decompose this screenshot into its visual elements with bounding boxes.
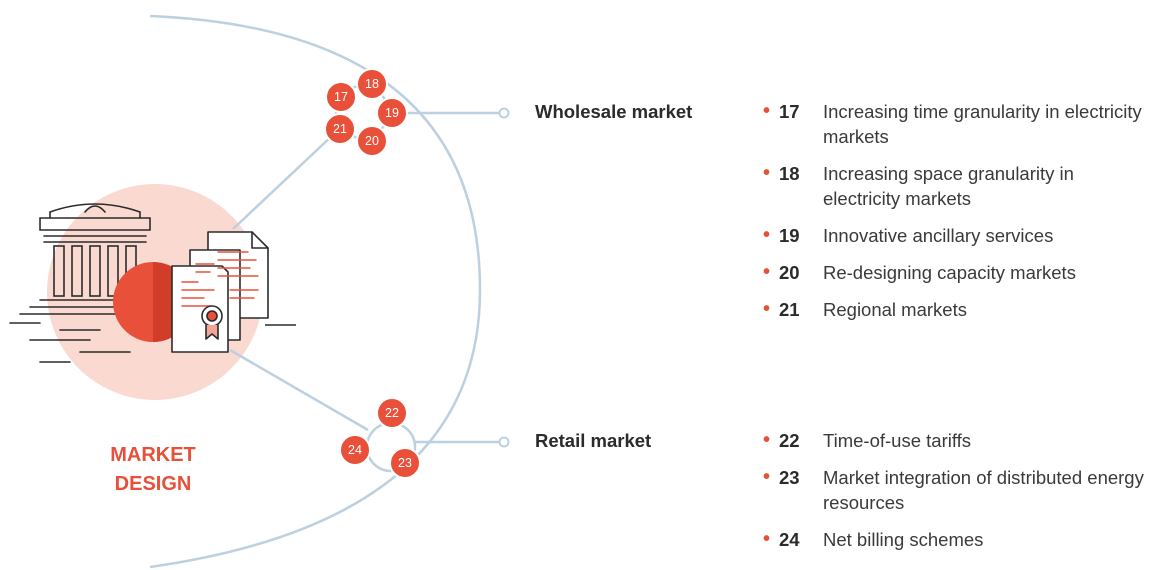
badge-circle — [376, 97, 408, 129]
bullet-dot: • — [763, 298, 771, 320]
item-number: 22 — [779, 430, 800, 451]
item-number: 20 — [779, 262, 800, 283]
list-item: • 22 Time-of-use tariffs — [763, 428, 1148, 453]
list-item: • 19 Innovative ancillary services — [763, 223, 1143, 248]
badge-label: 17 — [334, 90, 348, 104]
item-number: 19 — [779, 225, 800, 246]
connector-to-wholesale — [232, 133, 335, 230]
bullet-dot: • — [763, 224, 771, 246]
number-badge-23: 23 — [389, 447, 421, 479]
wholesale-market-title: Wholesale market — [535, 101, 693, 122]
number-badge-22: 22 — [376, 397, 408, 429]
list-item: • 18 Increasing space granularity in elect… — [763, 161, 1143, 211]
badge-label: 20 — [365, 134, 379, 148]
bullet-dot: • — [763, 162, 771, 184]
retail-pointer-end — [498, 436, 510, 448]
badge-circle — [389, 447, 421, 479]
item-text: Re-designing capacity markets — [823, 262, 1076, 283]
badge-circle — [356, 68, 388, 100]
badge-label: 18 — [365, 77, 379, 91]
list-item: • 24 Net billing schemes — [763, 527, 1148, 552]
retail-items-list: • 22 Time-of-use tariffs • 23 Market integrat… — [763, 428, 1148, 564]
list-item: • 23 Market integration of distributed ene… — [763, 465, 1148, 515]
number-badge-20: 20 — [356, 125, 388, 157]
badge-label: 23 — [398, 456, 412, 470]
wholesale-pointer-end — [498, 107, 510, 119]
market-design-title-line-2: DESIGN — [114, 473, 192, 495]
number-badge-21: 21 — [324, 113, 356, 145]
market-design-title-line-1: MARKET — [110, 444, 196, 466]
bullet-dot: • — [763, 466, 771, 488]
item-text: Market integration of distributed energy… — [823, 467, 1144, 513]
number-badge-19: 19 — [376, 97, 408, 129]
list-item: • 21 Regional markets — [763, 297, 1143, 322]
badge-circle — [376, 397, 408, 429]
list-item: • 20 Re-designing capacity markets — [763, 260, 1143, 285]
item-number: 21 — [779, 299, 800, 320]
number-badge-24: 24 — [339, 434, 371, 466]
badge-circle — [325, 81, 357, 113]
item-text: Net billing schemes — [823, 529, 984, 550]
bullet-dot: • — [763, 429, 771, 451]
badge-label: 24 — [348, 443, 362, 457]
badge-label: 19 — [385, 106, 399, 120]
main-arc — [149, 14, 482, 569]
number-badge-17: 17 — [325, 81, 357, 113]
badge-label: 21 — [333, 122, 347, 136]
badge-circle — [339, 434, 371, 466]
number-badges: 17 18 19 20 21 22 23 24 — [324, 68, 421, 479]
item-number: 18 — [779, 163, 800, 184]
item-text: Time-of-use tariffs — [823, 430, 972, 451]
wholesale-items-list: • 17 Increasing time granularity in electr… — [763, 99, 1143, 334]
item-text: Increasing space granularity in electric… — [823, 163, 1074, 209]
bullet-dot: • — [763, 100, 771, 122]
bullet-dot: • — [763, 261, 771, 283]
retail-market-title: Retail market — [535, 430, 652, 451]
connector-to-retail — [229, 348, 369, 432]
badge-label: 22 — [385, 406, 399, 420]
list-item: • 17 Increasing time granularity in electr… — [763, 99, 1143, 149]
number-badge-18: 18 — [356, 68, 388, 100]
item-text: Regional markets — [823, 299, 967, 320]
market-design-title: MARKET DESIGN — [78, 441, 228, 499]
item-text: Innovative ancillary services — [823, 225, 1054, 246]
item-number: 23 — [779, 467, 800, 488]
bullet-dot: • — [763, 528, 771, 550]
item-text: Increasing time granularity in electrici… — [823, 101, 1142, 147]
badge-circle — [356, 125, 388, 157]
item-number: 17 — [779, 101, 800, 122]
certificate-documents-icon — [171, 231, 269, 353]
badge-circle — [324, 113, 356, 145]
item-number: 24 — [779, 529, 800, 550]
